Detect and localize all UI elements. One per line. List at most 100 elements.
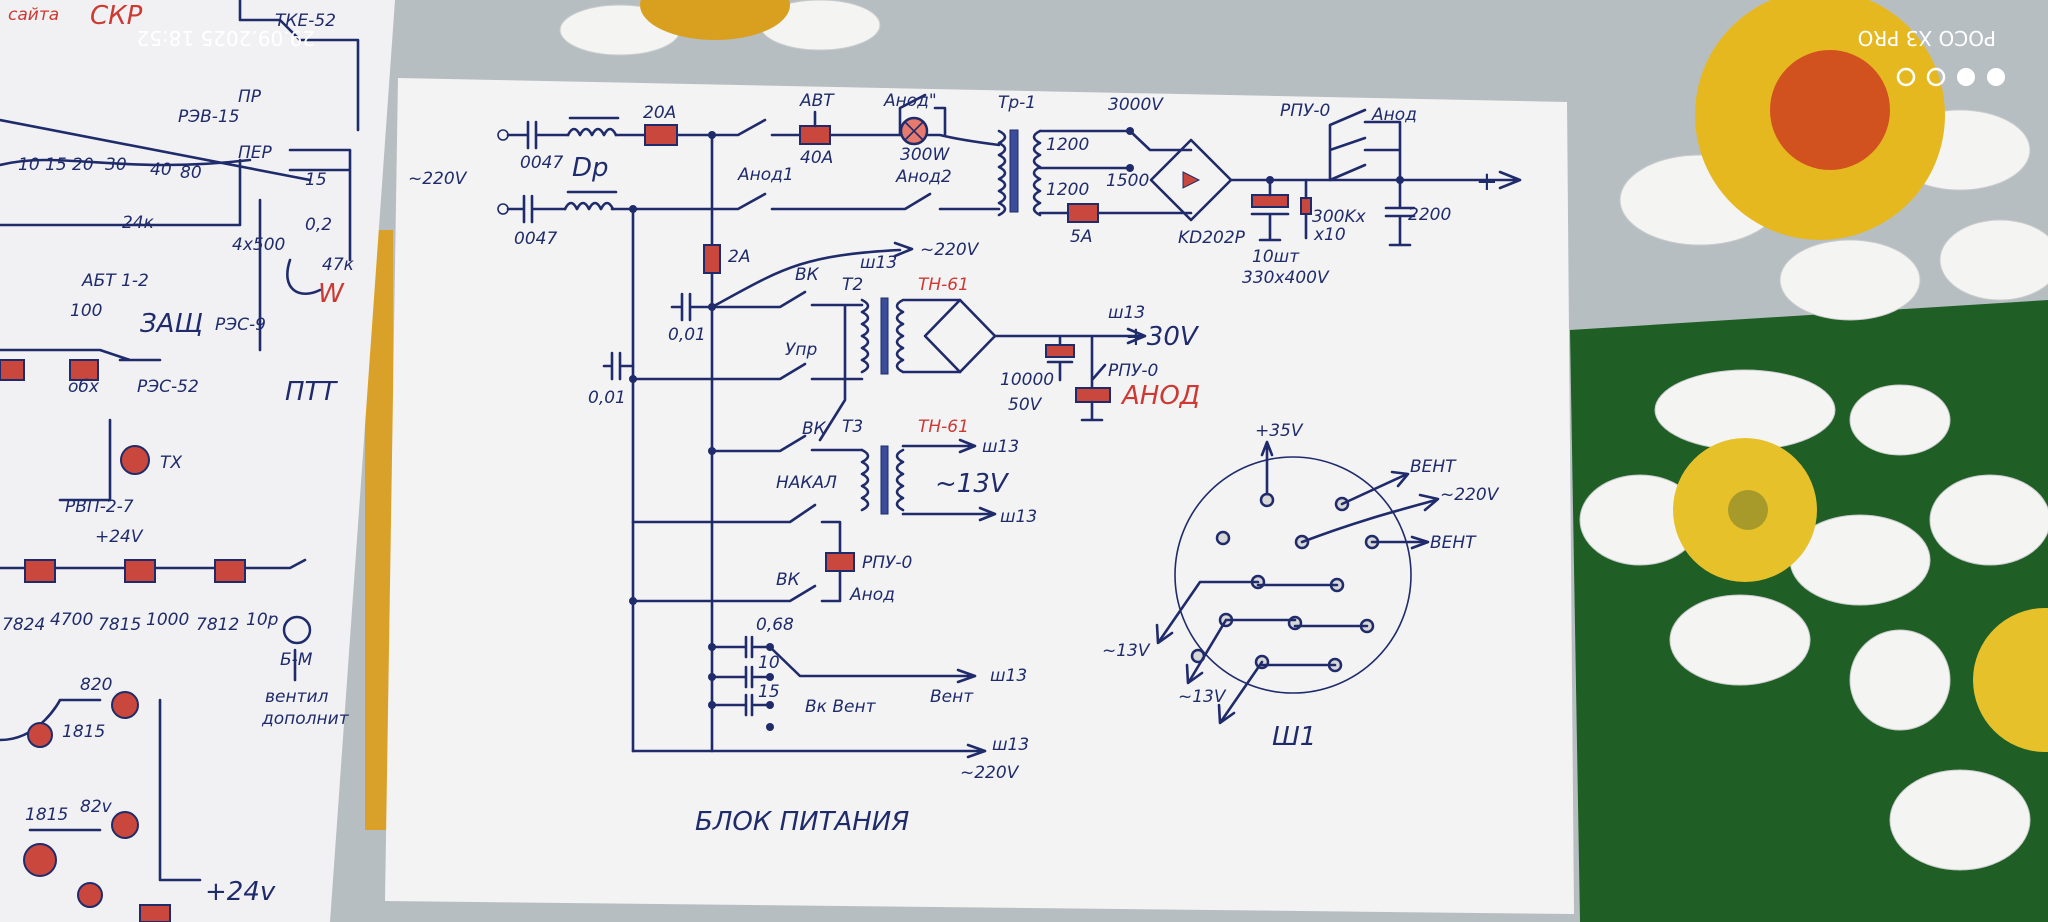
label-cap-10000: 10000	[1000, 370, 1054, 390]
label-tap1: 1200	[1046, 135, 1089, 155]
watermark-dots	[1896, 67, 2005, 87]
ls-label: 30	[105, 155, 127, 175]
label-fan-cap1: 0,68	[756, 615, 794, 635]
label-fuse-main: 20A	[643, 103, 676, 123]
label-heater-conn-b: ш13	[1000, 507, 1037, 527]
ls-label: 80	[180, 163, 202, 183]
watermark-device: POCO X3 PRO	[1858, 26, 1996, 50]
ls-label: РЭС-9	[215, 315, 266, 335]
fuse-40a	[799, 125, 831, 145]
label-cap-b: 0,01	[588, 388, 626, 408]
ls-label: ПЕР	[238, 143, 273, 163]
aux-rectifier-bridge	[923, 298, 997, 374]
aux-30v-section	[602, 241, 1147, 442]
label-heater-conn-a: ш13	[982, 437, 1019, 457]
label-out-13v: ~13V	[935, 469, 1010, 499]
left-sheet-labels: сайта СКР ТКЕ-52 ПР РЭВ-15 ПЕР 10 15 20 …	[2, 1, 355, 907]
label-fan-cap2: 10	[758, 653, 780, 673]
schematic-labels: ~220V 0047 0047 Dp 20A АВТ 40A Анод1 Ано…	[408, 91, 1500, 837]
ls-label: СКР	[90, 1, 143, 31]
ls-label: 820	[80, 675, 112, 695]
left-sheet-schematic	[0, 0, 360, 922]
power-supply-schematic	[497, 93, 1522, 759]
label-3000v: 3000V	[1108, 95, 1164, 115]
ls-label: 1000	[146, 610, 189, 630]
ls-label: ТКЕ-52	[275, 11, 336, 31]
label-cap1: 0047	[520, 153, 563, 173]
label-pin-mains: ~220V	[1440, 485, 1500, 505]
ls-label: 7812	[196, 615, 239, 635]
transformer-core	[1009, 129, 1019, 213]
label-cap2: 0047	[514, 229, 557, 249]
ls-label: 40	[150, 160, 172, 180]
ls-label: 100	[70, 301, 102, 321]
label-pin-35v: +35V	[1255, 421, 1304, 441]
label-pin-13v-b: ~13V	[1178, 687, 1227, 707]
label-resistor-value: 300Kx	[1312, 207, 1367, 227]
daisy-flower-middle-right	[1579, 369, 1951, 686]
ls-label: обх	[68, 377, 100, 397]
left-paper-sheet	[0, 0, 395, 922]
daisy-flower-top-left	[559, 0, 881, 56]
label-relay: РПУ-0	[1280, 101, 1330, 121]
daisy-flower-top-right	[1619, 0, 2048, 321]
fan-section	[631, 635, 987, 759]
label-lamp: 300W	[900, 145, 950, 165]
label-fan-conn: ш13	[990, 666, 1027, 686]
bleeder-resistor	[1300, 197, 1312, 215]
ls-label: РЭВ-15	[178, 107, 240, 127]
ls-label: вентил	[265, 687, 329, 707]
ls-label: дополнит	[261, 709, 350, 729]
connector-sh1	[1155, 440, 1440, 725]
label-conn-220: ш13	[860, 253, 897, 273]
label-ctrl: Упр	[785, 340, 817, 360]
ls-label: ТХ	[160, 453, 182, 473]
label-connector-name: Ш1	[1272, 722, 1316, 752]
label-t2-type: ТН-61	[918, 275, 969, 295]
label-out-30v: +30V	[1125, 322, 1200, 352]
label-t3-type: ТН-61	[918, 417, 969, 437]
ls-label: 10	[18, 155, 40, 175]
label-caps-count: 10шт	[1252, 247, 1300, 267]
label-heater-sw: ВК	[802, 419, 827, 439]
schematic-title: БЛОК ПИТАНИЯ	[695, 807, 909, 837]
label-tap2: 1200	[1046, 180, 1089, 200]
label-heater-relay: РПУ-0	[862, 553, 912, 573]
label-fuse-2a: 2A	[728, 247, 750, 267]
label-pin-fan1: ВЕНТ	[1410, 457, 1457, 477]
hv-filter-capacitor	[1251, 194, 1289, 208]
ls-label: АБТ 1-2	[81, 271, 149, 291]
label-pin-13v-a: ~13V	[1102, 641, 1151, 661]
relay-anod-coil	[1075, 387, 1111, 403]
fuse-2a	[703, 244, 721, 274]
fuse-5a	[1067, 203, 1099, 223]
label-breaker: АВТ	[799, 91, 835, 111]
ls-label: ПР	[238, 87, 262, 107]
label-t2: T2	[842, 275, 863, 295]
ls-label: ПТТ	[285, 377, 338, 407]
label-1500: 1500	[1106, 171, 1149, 191]
label-relay-30: РПУ-0	[1108, 361, 1158, 381]
label-t3: T3	[842, 417, 863, 437]
label-bottom-220: ~220V	[960, 763, 1020, 783]
label-bottom-conn: ш13	[992, 735, 1029, 755]
label-out-220: ~220V	[920, 240, 980, 260]
ls-label: РЭС-52	[137, 377, 199, 397]
label-conn-30: ш13	[1108, 303, 1145, 323]
ls-label: 7815	[98, 615, 141, 635]
label-resistor-count: x10	[1313, 225, 1346, 245]
ls-label: 47к	[322, 255, 355, 275]
label-cap-a: 0,01	[668, 325, 706, 345]
ls-label: 1815	[25, 805, 68, 825]
heater-section	[629, 434, 997, 605]
ls-label: ЗАЩ	[140, 309, 203, 339]
ls-label: 0,2	[305, 215, 332, 235]
label-switch-anod2: Анод2	[895, 167, 952, 187]
ls-label: 24к	[122, 213, 155, 233]
ls-label: +24V	[95, 527, 144, 547]
fuse-20a	[644, 124, 678, 146]
ls-label: РВП-2-7	[65, 497, 134, 517]
label-caps-value: 330x400V	[1242, 268, 1330, 288]
